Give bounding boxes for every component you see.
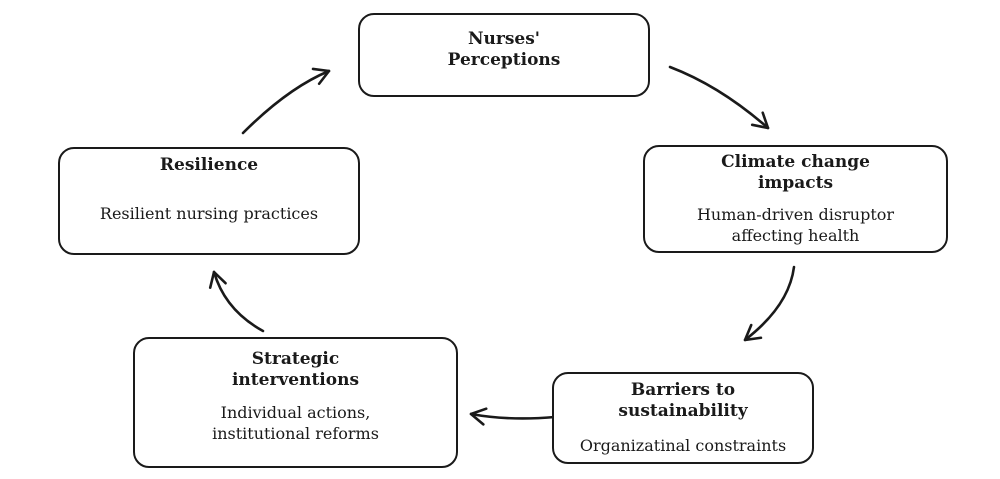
node-body: Human-driven disruptor affecting health: [696, 205, 895, 245]
node-body: Resilient nursing practices: [99, 204, 319, 223]
node-nurses-perceptions: Nurses' Perceptions: [358, 13, 650, 97]
node-body: Organizatinal constraints: [579, 436, 787, 455]
node-title: Resilience: [159, 155, 259, 175]
node-barriers-to-sustainability: Barriers to sustainability Organizatinal…: [552, 372, 814, 464]
arrow-nurses-to-climate: [668, 65, 770, 130]
node-resilience: Resilience Resilient nursing practices: [58, 147, 360, 255]
node-title: Nurses' Perceptions: [447, 29, 561, 70]
node-title: Climate change impacts: [721, 152, 870, 193]
node-climate-change-impacts: Climate change impacts Human-driven disr…: [643, 145, 948, 253]
node-title: Barriers to sustainability: [618, 380, 748, 421]
node-strategic-interventions: Strategic interventions Individual actio…: [133, 337, 458, 468]
arrow-strategic-to-resilience: [208, 270, 265, 333]
arrow-resilience-to-nurses: [241, 67, 331, 135]
arrow-barriers-to-strategic: [469, 407, 557, 426]
node-title: Strategic interventions: [231, 349, 360, 390]
node-body: Individual actions, institutional reform…: [212, 403, 379, 443]
arrow-climate-to-barriers: [743, 265, 796, 342]
